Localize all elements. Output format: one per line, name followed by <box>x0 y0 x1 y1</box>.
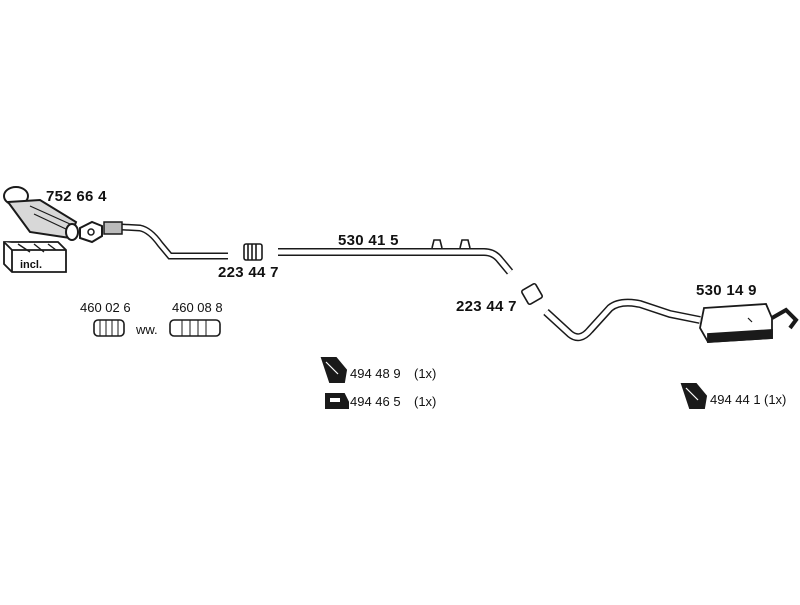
catalyst-icon <box>3 186 79 241</box>
rear-silencer-icon <box>699 303 799 343</box>
or-label: ww. <box>136 322 158 337</box>
middle-pipe-part-number: 530 41 5 <box>338 232 399 249</box>
clamp-1-part-number: 223 44 7 <box>218 264 279 281</box>
front-pipe-icon <box>79 220 228 260</box>
flex-b-part-number: 460 08 8 <box>172 300 223 315</box>
mount-1-qty: (1x) <box>414 366 437 381</box>
flex-pipe-b-icon <box>169 319 221 337</box>
flex-a-part-number: 460 02 6 <box>80 300 131 315</box>
middle-pipe-icon <box>278 239 514 275</box>
mount-1-icon <box>320 357 348 383</box>
mount-3-icon <box>680 383 708 409</box>
mount-3-number: 494 44 1 <box>710 392 761 407</box>
clamp-1-icon <box>243 243 263 261</box>
clamp-2-part-number: 223 44 7 <box>456 298 517 315</box>
mount-1-number: 494 48 9 <box>350 366 401 381</box>
rear-pipe-icon <box>543 298 701 342</box>
rear-silencer-part-number: 530 14 9 <box>696 282 757 299</box>
clamp-2-icon <box>521 283 543 305</box>
mount-2-number: 494 46 5 <box>350 394 401 409</box>
mount-2-qty: (1x) <box>414 394 437 409</box>
mount-3-qty: (1x) <box>764 392 787 407</box>
flex-pipe-a-icon <box>93 319 125 337</box>
incl-label: incl. <box>20 259 43 271</box>
incl-box-icon <box>3 241 67 273</box>
mount-2-icon <box>325 393 349 409</box>
catalyst-part-number: 752 66 4 <box>46 188 107 205</box>
